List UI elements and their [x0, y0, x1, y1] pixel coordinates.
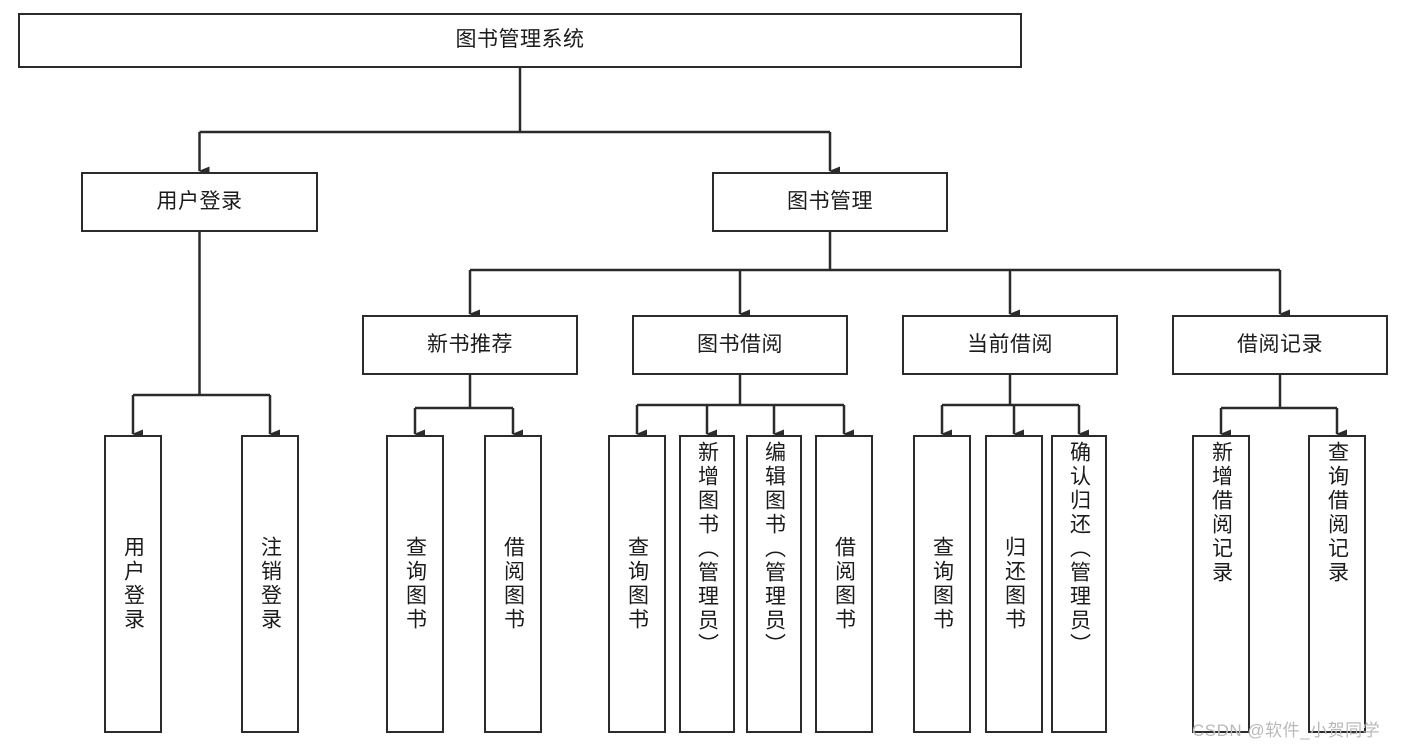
node-l_confirm[interactable]: 确认归还（管理员）: [1051, 435, 1107, 733]
node-label: 新书推荐: [427, 332, 513, 356]
node-label: 图书借阅: [697, 332, 783, 356]
node-label: 新增借阅记录: [1209, 441, 1233, 585]
node-label: 图书管理系统: [455, 28, 585, 52]
node-l_b1[interactable]: 借阅图书: [484, 435, 542, 733]
node-records[interactable]: 借阅记录: [1172, 315, 1388, 375]
node-label: 确认归还（管理员）: [1067, 441, 1091, 657]
node-l_q2[interactable]: 查询图书: [608, 435, 666, 733]
node-label: 新增图书（管理员）: [695, 441, 719, 657]
node-l_edit[interactable]: 编辑图书（管理员）: [746, 435, 802, 733]
node-root[interactable]: 图书管理系统: [18, 13, 1022, 68]
node-label: 借阅图书: [832, 536, 856, 632]
node-newbook[interactable]: 新书推荐: [362, 315, 578, 375]
node-label: 查询图书: [403, 536, 427, 632]
node-label: 用户登录: [156, 189, 243, 213]
node-label: 借阅记录: [1237, 332, 1323, 356]
node-l_q3[interactable]: 查询图书: [913, 435, 971, 733]
watermark-label: CSDN @软件_小贺同学: [1192, 721, 1381, 740]
node-l_return[interactable]: 归还图书: [985, 435, 1043, 733]
node-login[interactable]: 用户登录: [81, 172, 318, 232]
node-label: 当前借阅: [967, 332, 1053, 356]
node-label: 归还图书: [1002, 536, 1026, 632]
node-l_q1[interactable]: 查询图书: [386, 435, 444, 733]
node-l_qrec[interactable]: 查询借阅记录: [1308, 435, 1366, 733]
edge-group: [131, 68, 1347, 439]
node-label: 查询图书: [625, 536, 649, 632]
node-label: 查询图书: [930, 536, 954, 632]
node-label: 用户登录: [121, 536, 145, 632]
node-label: 查询借阅记录: [1325, 441, 1349, 585]
node-label: 注销登录: [258, 536, 282, 632]
node-l_b2[interactable]: 借阅图书: [815, 435, 873, 733]
node-current[interactable]: 当前借阅: [902, 315, 1118, 375]
node-label: 编辑图书（管理员）: [762, 441, 786, 657]
node-l_addrec[interactable]: 新增借阅记录: [1192, 435, 1250, 733]
node-l_logout[interactable]: 注销登录: [241, 435, 299, 733]
node-label: 借阅图书: [501, 536, 525, 632]
node-l_add[interactable]: 新增图书（管理员）: [679, 435, 735, 733]
node-l_login[interactable]: 用户登录: [104, 435, 162, 733]
node-bookmgmt[interactable]: 图书管理: [712, 172, 948, 232]
node-borrow[interactable]: 图书借阅: [632, 315, 848, 375]
node-label: 图书管理: [787, 189, 873, 213]
